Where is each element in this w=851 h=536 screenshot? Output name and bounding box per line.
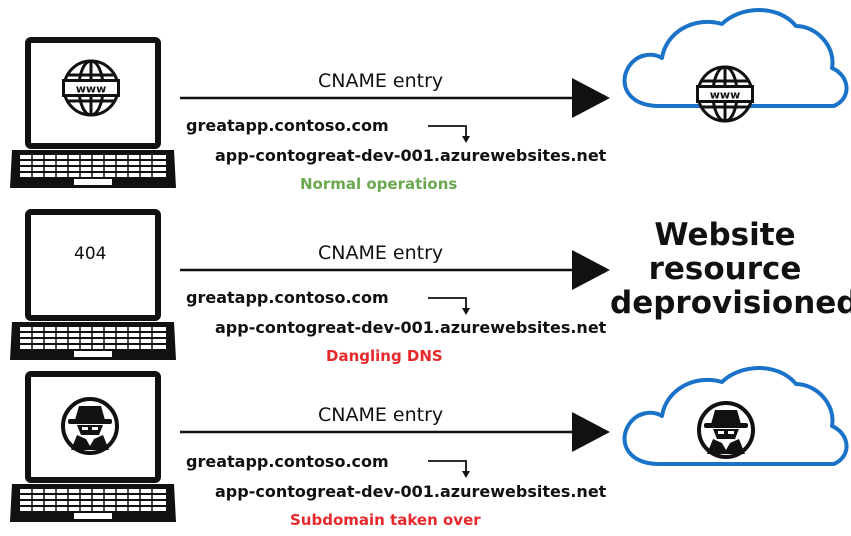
row-2-laptop (10, 212, 176, 360)
row-1-arrow (180, 78, 610, 118)
row-2-resolve-arrow-icon (428, 297, 470, 315)
row-3-resolve-arrow-icon (428, 460, 470, 478)
row-1-status: Normal operations (300, 175, 458, 193)
row-2-laptop-screen-text: 404 (74, 244, 107, 264)
cloud-hacker-icon (697, 401, 755, 459)
deprovisioned-line-3: deprovisioned (610, 285, 851, 321)
deprovisioned-line-1: Website (654, 217, 796, 253)
row-3-domain: greatapp.contoso.com (186, 452, 389, 471)
globe-www-icon (60, 59, 122, 117)
row-2-arrow (180, 250, 610, 290)
cloud-globe-www-icon (694, 65, 756, 123)
row-2-target: app-contogreat-dev-001.azurewebsites.net (215, 318, 607, 337)
row-1-domain: greatapp.contoso.com (186, 116, 389, 135)
row-1-target: app-contogreat-dev-001.azurewebsites.net (215, 146, 607, 165)
row-3-arrow (180, 412, 610, 452)
deprovisioned-line-2: resource (648, 251, 802, 287)
row-2-status: Dangling DNS (326, 347, 443, 365)
row-1-resolve-arrow-icon (428, 125, 470, 143)
deprovisioned-message: Website resource deprovisioned (610, 217, 851, 321)
row-1-cname-label: CNAME entry (318, 70, 444, 92)
row-2-cname-label: CNAME entry (318, 242, 444, 264)
row-3-status: Subdomain taken over (290, 511, 481, 529)
row-3-cname-label: CNAME entry (318, 404, 444, 426)
row-3-target: app-contogreat-dev-001.azurewebsites.net (215, 482, 607, 501)
hacker-icon (61, 397, 119, 455)
row-2-domain: greatapp.contoso.com (186, 288, 389, 307)
